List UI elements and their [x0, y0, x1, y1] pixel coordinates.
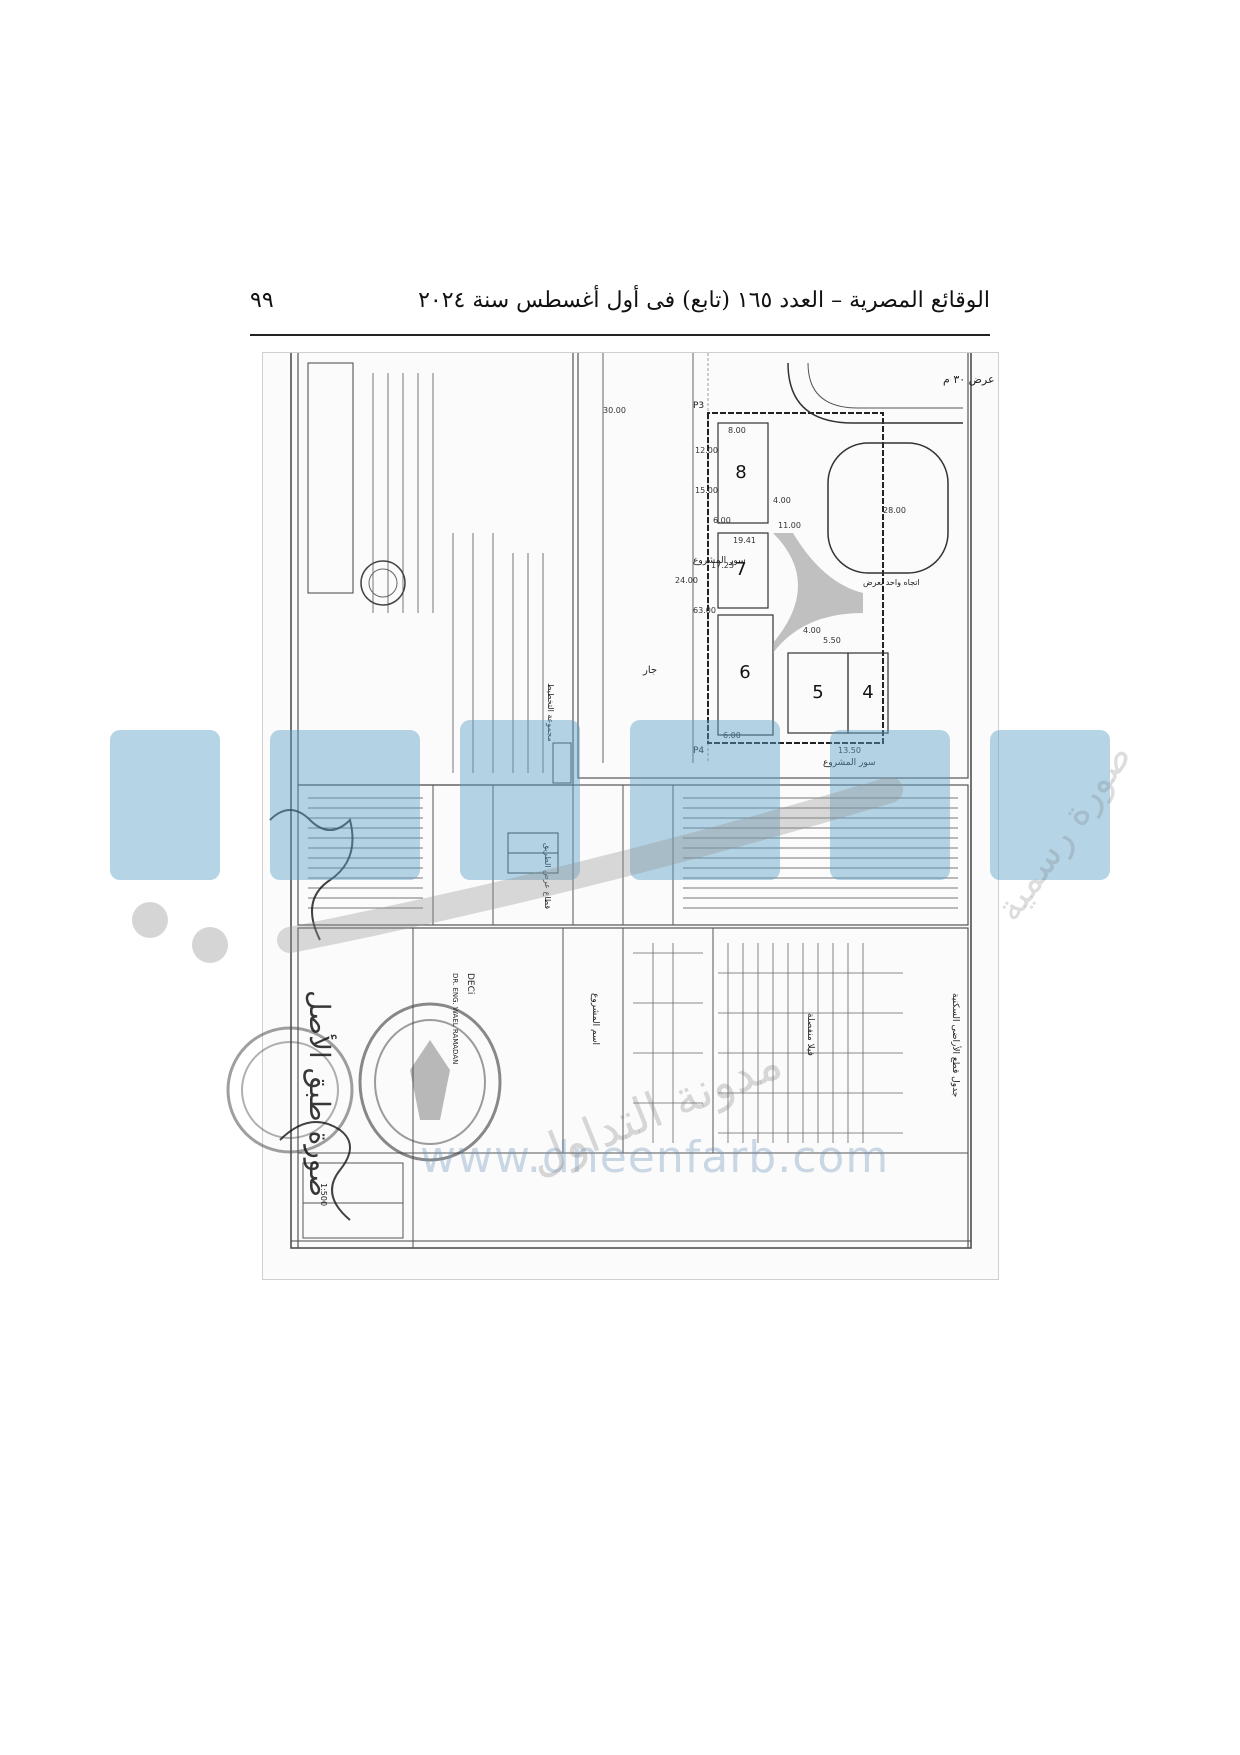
project-fence-label: سور المشروع [823, 758, 876, 768]
round-stamp [226, 1026, 354, 1154]
dimension-label: 13.50 [838, 746, 861, 755]
dimension-label: 5.50 [823, 636, 841, 645]
page-header: ٩٩ الوقائع المصرية – العدد ١٦٥ (تابع) فى… [250, 288, 990, 322]
handwritten-text: صورة طبق الأصل [303, 990, 337, 1197]
dimension-label: 11.00 [778, 521, 801, 530]
dimension-label: 4.00 [803, 626, 821, 635]
scale-label: 1:500 [319, 1183, 328, 1206]
dimension-label: 28.00 [883, 506, 906, 515]
header-rule [250, 334, 990, 336]
plot-number-6: 6 [739, 662, 750, 683]
plot-number-7: 7 [735, 559, 746, 580]
corner-p3-label: P3 [693, 401, 704, 411]
engineer-name: DR. ENG. WAEL RAMADAN [451, 973, 459, 1064]
dimension-label: 8.00 [728, 426, 746, 435]
villa-table-title: فيلا منفصلة [805, 1013, 815, 1056]
dimension-label: 30.00 [603, 406, 626, 415]
project-fence-label: سور المشروع [693, 556, 746, 566]
watermark-top-text: صورة رسمية [985, 734, 1141, 930]
approvals-label: مجموعة التخطيط [546, 683, 555, 742]
dimension-label: 63.00 [693, 606, 716, 615]
page-number: ٩٩ [250, 288, 274, 313]
dimension-label: 17.23 [711, 561, 734, 570]
neighbor-label: جار [642, 665, 657, 676]
dimension-label: 24.00 [675, 576, 698, 585]
site-plan-drawing: 8 7 6 5 4 12.00 15.00 8.00 6.00 4.00 11.… [290, 353, 995, 1249]
road-section-label: قطاع عرض الطريق [543, 843, 552, 909]
dimension-label: 19.41 [733, 536, 756, 545]
dimension-label: 15.00 [695, 486, 718, 495]
dimension-label: 6.00 [713, 516, 731, 525]
dimension-label: 4.00 [773, 496, 791, 505]
scanned-plan-sheet: 8 7 6 5 4 12.00 15.00 8.00 6.00 4.00 11.… [262, 352, 999, 1280]
land-table-title: جدول قطع الأراضى السكنية [950, 993, 962, 1097]
government-seal [358, 1002, 502, 1162]
corner-p4-label: P4 [693, 746, 704, 756]
plot-number-8: 8 [735, 462, 746, 483]
dimension-label: 6.00 [723, 731, 741, 740]
road-note-label: اتجاه واحد بعرض [863, 578, 920, 587]
consultant-name: DECi [465, 973, 475, 994]
plot-number-4: 4 [862, 682, 873, 703]
dimension-label: 12.00 [695, 446, 718, 455]
road-width-label: عرض ٣٠ م [943, 373, 995, 386]
gazette-title: الوقائع المصرية – العدد ١٦٥ (تابع) فى أو… [418, 288, 990, 313]
handwritten-certification: صورة طبق الأصل [250, 760, 410, 1280]
plot-number-5: 5 [812, 682, 823, 703]
watermark-url: www.dneenfarb.com [420, 1132, 890, 1183]
project-name-label: اسم المشروع [590, 993, 600, 1045]
